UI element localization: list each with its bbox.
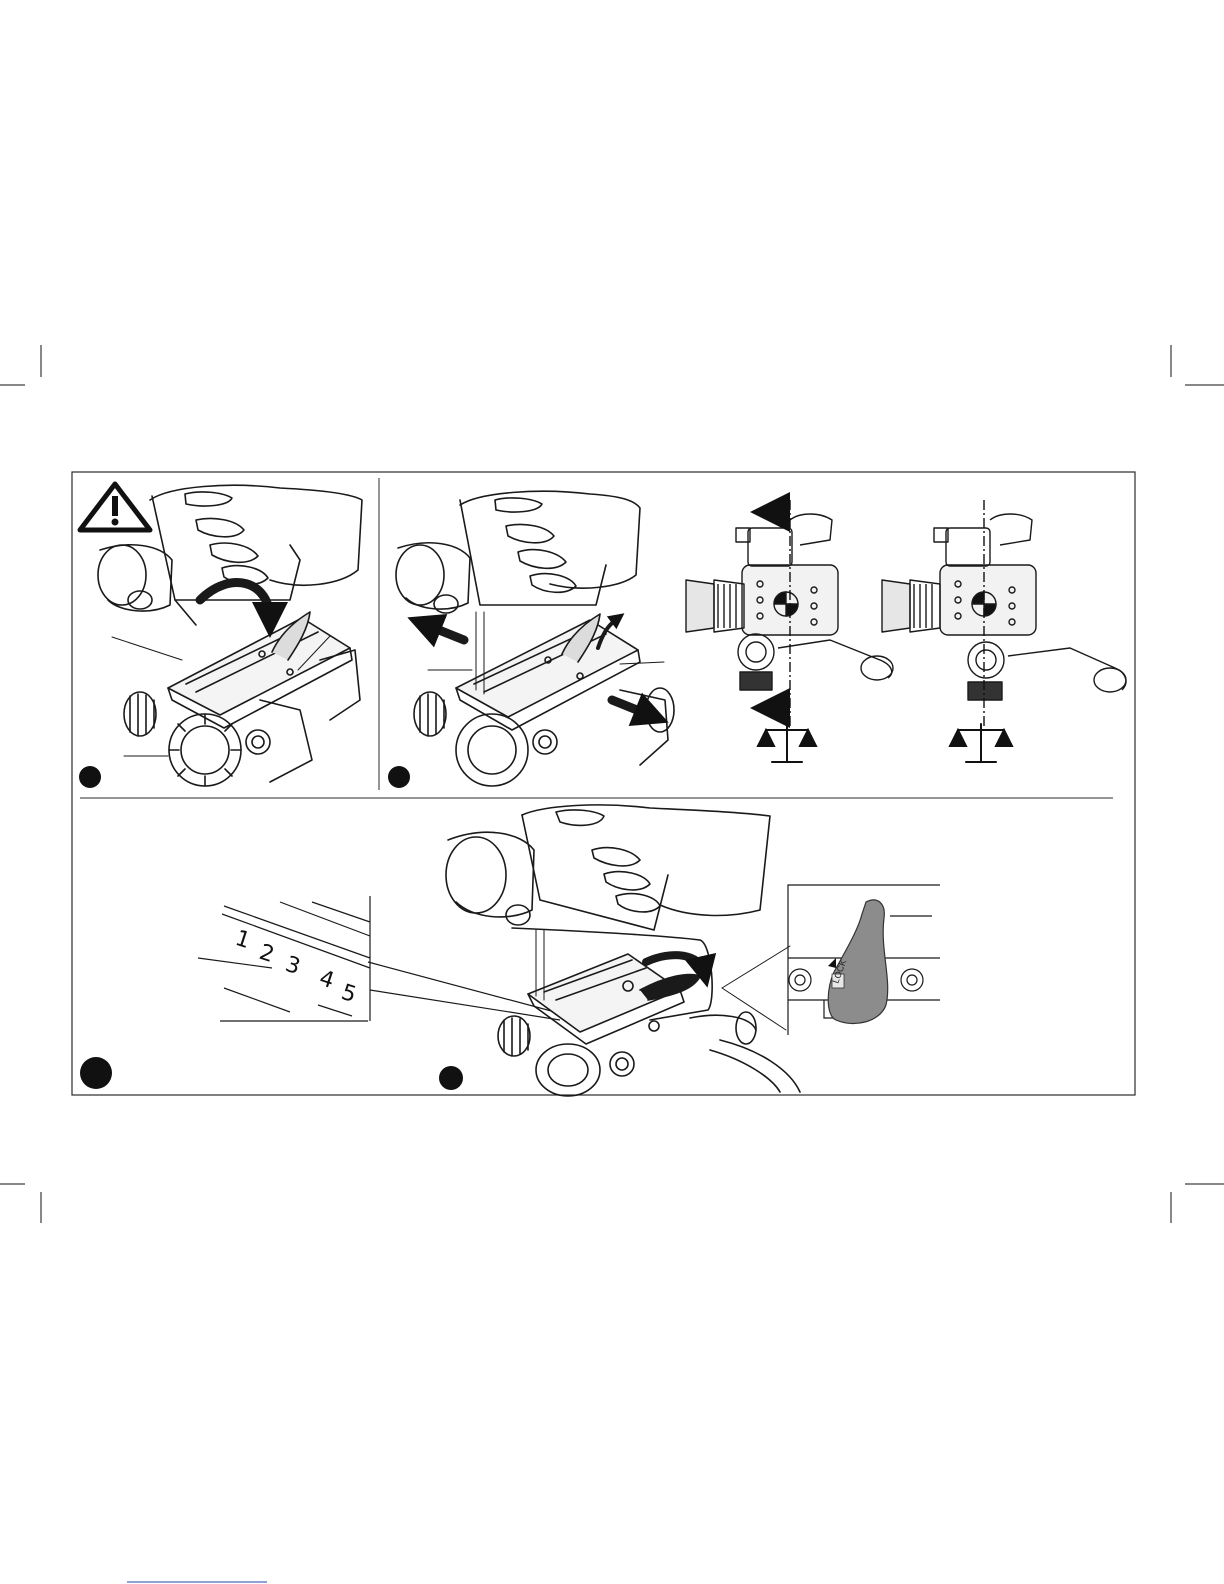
scale-tick: 2: [256, 940, 277, 968]
step-number-marker: [79, 766, 101, 788]
warning-triangle-icon: [80, 484, 150, 530]
step-number-marker: [439, 1066, 463, 1090]
scale-tick: 1: [232, 926, 253, 954]
scale-tick: 3: [282, 952, 303, 980]
balance-scale-icon: [950, 724, 1012, 762]
scale-tick: 4: [316, 966, 337, 994]
balance-scale-icon: [758, 724, 816, 762]
scale-ticks: 1 2 3 4 5: [232, 926, 359, 1008]
camera-lock-step-3: [446, 805, 800, 1096]
step-number-marker: [388, 766, 410, 788]
camera-balance-centered: [882, 514, 1126, 700]
camera-slide-step-2: [396, 491, 674, 786]
step-number-marker: [80, 1057, 112, 1089]
scale-tick: 5: [338, 980, 359, 1008]
